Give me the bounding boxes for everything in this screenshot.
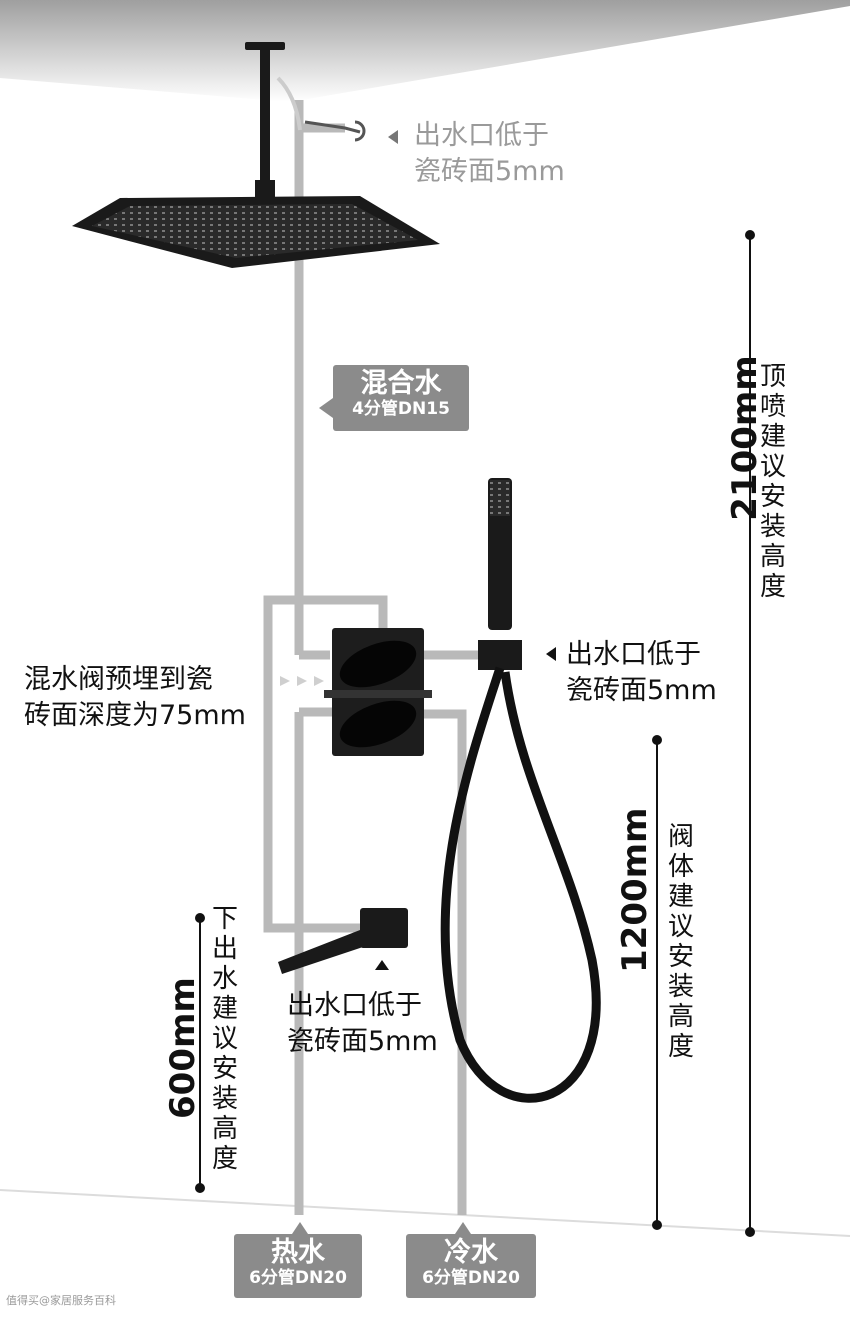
hand-shower bbox=[440, 478, 601, 1103]
pointer-mixed-tag bbox=[319, 398, 333, 418]
ceiling bbox=[0, 0, 850, 102]
hot-water-title: 热水 bbox=[271, 1237, 325, 1268]
mixing-valve bbox=[324, 628, 432, 756]
pointer-hand-outlet bbox=[546, 647, 556, 661]
pointer-head-outlet bbox=[388, 130, 398, 144]
cold-water-tag: 冷水 6分管DN20 bbox=[406, 1234, 536, 1298]
pointer-hot-tag bbox=[292, 1222, 308, 1234]
valve-depth-label: 混水阀预埋到瓷 砖面深度为75mm bbox=[24, 664, 246, 731]
hot-water-tag: 热水 6分管DN20 bbox=[234, 1234, 362, 1298]
floor-line bbox=[0, 1189, 850, 1237]
hot-water-spec: 6分管DN20 bbox=[249, 1268, 347, 1288]
valve-height-text: 阀体建议安装高度 bbox=[667, 822, 694, 1062]
hand-outlet-label: 出水口低于 瓷砖面5mm bbox=[566, 639, 717, 706]
overhead-shower bbox=[72, 42, 440, 268]
tub-spout bbox=[278, 908, 408, 974]
mixed-water-spec: 4分管DN15 bbox=[352, 399, 450, 419]
watermark: 值得买@家居服务百科 bbox=[6, 1294, 116, 1307]
spout-height-value: 600mm bbox=[163, 977, 203, 1119]
head-outlet-label: 出水口低于 瓷砖面5mm bbox=[414, 120, 565, 187]
pointer-cold-tag bbox=[455, 1222, 471, 1234]
dimension-lines bbox=[195, 230, 755, 1237]
mixed-water-title: 混合水 bbox=[360, 368, 442, 399]
top-height-text: 顶喷建议安装高度 bbox=[759, 362, 786, 602]
spout-height-text: 下出水建议安装高度 bbox=[211, 904, 238, 1174]
cold-water-pipe bbox=[420, 709, 467, 1215]
shower-hose bbox=[440, 666, 601, 1103]
valve-height-value: 1200mm bbox=[615, 807, 655, 973]
cold-water-title: 冷水 bbox=[444, 1237, 498, 1268]
head-outlet-fitting bbox=[304, 120, 366, 142]
pointer-spout-outlet bbox=[375, 960, 389, 970]
depth-arrows bbox=[280, 676, 324, 686]
mixed-water-tag: 混合水 4分管DN15 bbox=[333, 365, 469, 431]
cold-water-spec: 6分管DN20 bbox=[422, 1268, 520, 1288]
ceiling-arm bbox=[260, 48, 270, 200]
spout-outlet-label: 出水口低于 瓷砖面5mm bbox=[287, 990, 438, 1057]
